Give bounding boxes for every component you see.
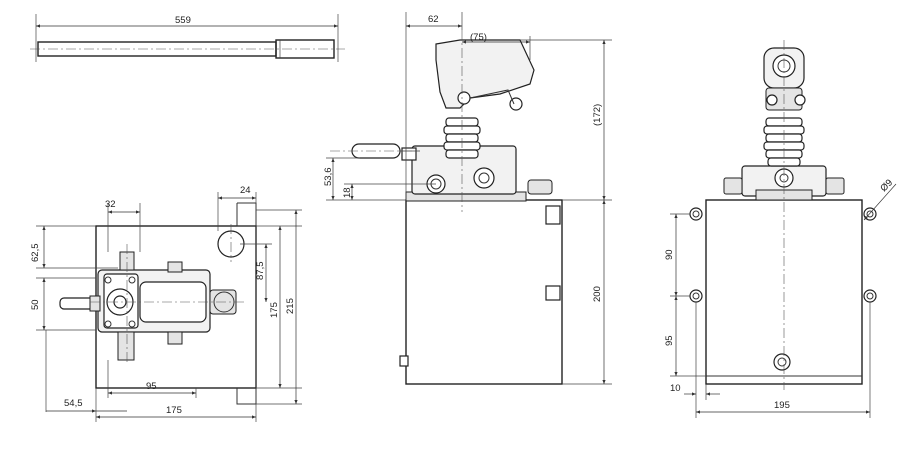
dim-right-215: 215 (285, 298, 296, 314)
dim-front-phi9: Ø9 (878, 177, 895, 194)
dim-front-195: 195 (774, 400, 790, 411)
dim-front-90: 90 (664, 249, 675, 260)
mount-hole (863, 289, 877, 303)
dim-side-172: (172) (592, 104, 603, 126)
mount-hole (689, 207, 703, 221)
dim-right-175: 175 (269, 302, 280, 318)
handle-grip (275, 39, 335, 59)
dim-front-10: 10 (670, 383, 681, 394)
top-view: 32 24 62,5 50 87,5 175 215 95 54,5 (30, 185, 302, 422)
dim-bottom-175: 175 (166, 405, 182, 416)
lever-head-side (435, 39, 535, 109)
dim-front-95: 95 (664, 335, 675, 346)
front-view: Ø9 90 95 10 195 (664, 40, 897, 418)
dim-right-87-5: 87,5 (255, 262, 266, 281)
dim-side-200: 200 (592, 286, 603, 302)
handle-view: 559 (30, 14, 345, 62)
dim-top-24: 24 (240, 185, 251, 196)
drain-plug (773, 353, 791, 371)
dim-side-18: 18 (342, 187, 353, 198)
dim-handle-length: 559 (175, 15, 191, 26)
dim-bottom-95: 95 (146, 381, 157, 392)
dim-left-62-5: 62,5 (30, 244, 41, 263)
dim-left-50: 50 (30, 299, 41, 310)
side-view: 62 (75) (172) 53,6 18 200 (323, 12, 612, 385)
mount-hole (689, 289, 703, 303)
dim-bottom-54-5: 54,5 (64, 398, 83, 409)
dim-side-62: 62 (428, 14, 439, 25)
dim-side-75: (75) (470, 32, 487, 43)
tank-side (405, 199, 563, 385)
dim-side-53-6: 53,6 (323, 168, 334, 187)
dim-top-32: 32 (105, 199, 116, 210)
